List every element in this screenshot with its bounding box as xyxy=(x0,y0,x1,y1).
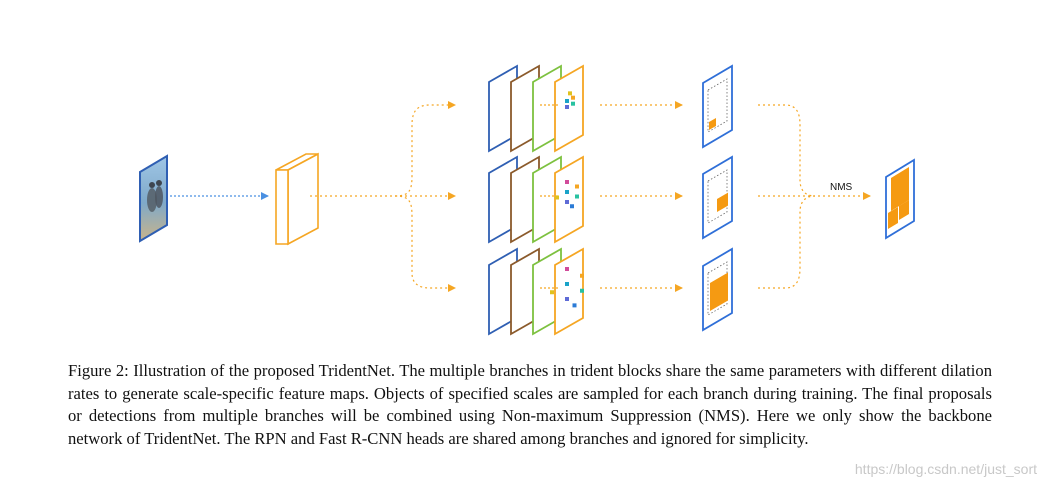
detected-object-box xyxy=(717,192,728,212)
watermark: https://blog.csdn.net/just_sort xyxy=(854,461,1037,477)
proposal-outline xyxy=(707,261,728,316)
tridentnet-diagram: NMS xyxy=(139,64,915,336)
activation-dot xyxy=(580,273,584,278)
activation-dot xyxy=(565,297,569,301)
output-middle xyxy=(702,155,733,240)
feature-map-orange xyxy=(554,155,584,244)
activation-dot xyxy=(565,282,569,286)
feature-map-orange xyxy=(554,247,584,336)
branch-outputs xyxy=(702,64,733,332)
proposal-outline xyxy=(707,78,728,133)
activation-dot xyxy=(565,190,569,194)
branch-top xyxy=(488,64,683,153)
trident-fork xyxy=(310,101,456,292)
activation-dot xyxy=(565,105,569,109)
final-detections xyxy=(885,158,915,240)
output-frame xyxy=(702,155,733,240)
activation-dot xyxy=(550,290,554,295)
activation-dot xyxy=(565,99,569,103)
activation-dot xyxy=(572,303,577,308)
output-bottom xyxy=(702,247,733,332)
detected-object-box xyxy=(709,117,716,130)
activation-dot xyxy=(570,204,574,209)
activation-dot xyxy=(555,195,559,200)
activation-dot xyxy=(565,267,569,271)
output-top xyxy=(702,64,733,149)
proposal-outline xyxy=(707,169,728,224)
activation-dot xyxy=(575,194,579,199)
output-frame xyxy=(702,64,733,149)
activation-dot xyxy=(571,95,575,100)
figure-caption: Figure 2: Illustration of the proposed T… xyxy=(68,361,992,448)
branch-middle xyxy=(488,155,683,244)
backbone-block xyxy=(275,152,319,246)
branch-stacks xyxy=(488,64,683,336)
activation-dot xyxy=(568,91,572,96)
activation-dot xyxy=(565,180,569,184)
activation-dot xyxy=(571,101,575,106)
nms-label: NMS xyxy=(830,182,853,193)
input-image xyxy=(139,154,168,243)
activation-dot xyxy=(565,200,569,204)
detected-object-box xyxy=(710,272,728,311)
activation-dot xyxy=(580,288,584,293)
branch-bottom xyxy=(488,247,683,336)
activation-dot xyxy=(575,184,579,189)
merge-arrows xyxy=(758,104,871,289)
